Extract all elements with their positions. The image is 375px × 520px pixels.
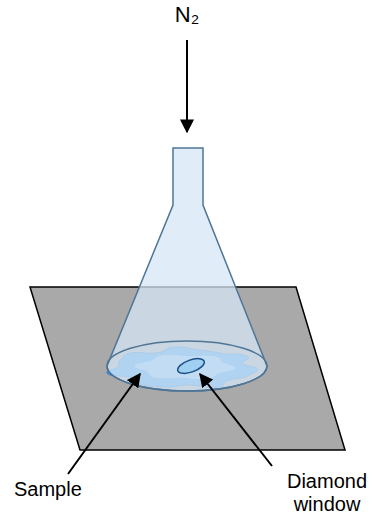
diamond-window [176, 356, 206, 377]
funnel [107, 148, 267, 391]
funnel-rim [107, 341, 267, 391]
leader-line [200, 374, 272, 466]
label: Diamond window [282, 470, 372, 516]
label: N₂ [167, 3, 207, 26]
gas-arrow [186, 40, 188, 132]
label: Sample [14, 478, 114, 501]
leader-line [68, 374, 140, 474]
